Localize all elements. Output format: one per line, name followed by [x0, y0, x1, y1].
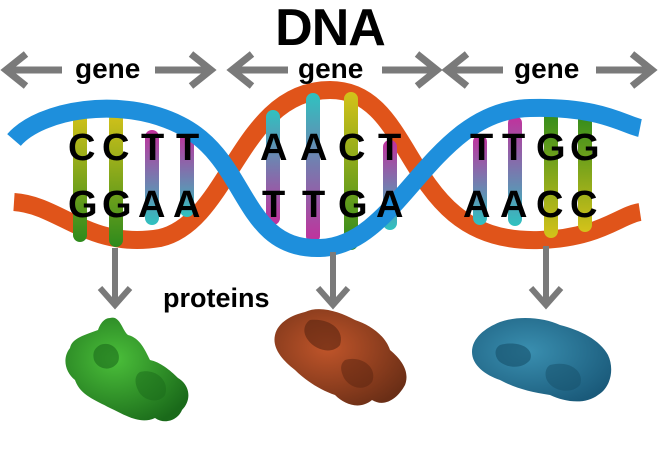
gene-2-arrow — [226, 51, 443, 89]
gene-3-arrow — [441, 51, 658, 89]
base-letter: T — [262, 184, 286, 226]
base-letter: A — [173, 184, 201, 226]
base-letter: C — [338, 127, 366, 169]
proteins-label: proteins — [163, 283, 270, 313]
protein-arrows — [97, 246, 564, 310]
base-letter: T — [502, 127, 526, 169]
base-letter: T — [176, 127, 200, 169]
base-letter: C — [536, 184, 564, 226]
base-letter: A — [300, 127, 328, 169]
base-letter: A — [500, 184, 528, 226]
protein-arrow-3 — [528, 246, 564, 310]
protein-arrow-1 — [97, 248, 133, 310]
protein-brown — [274, 309, 407, 406]
gene-label-1: gene — [75, 53, 141, 84]
base-letter: T — [378, 127, 402, 169]
gene-arrows — [0, 51, 658, 89]
base-letter: T — [470, 127, 494, 169]
base-letter: T — [141, 127, 165, 169]
diagram-title: DNA — [275, 0, 386, 57]
base-letter: G — [570, 127, 600, 169]
base-letter: A — [138, 184, 166, 226]
gene-label-3: gene — [514, 53, 580, 84]
gene-label-2: gene — [298, 53, 364, 84]
base-letter: A — [463, 184, 491, 226]
base-letter: A — [260, 127, 288, 169]
protein-blue — [472, 318, 612, 402]
base-letter: C — [570, 184, 598, 226]
base-letter: G — [102, 184, 132, 226]
base-letter: G — [338, 184, 368, 226]
gene-1-arrow — [0, 51, 217, 89]
base-letter: G — [536, 127, 566, 169]
base-pair-rungs — [73, 92, 592, 250]
base-letter: A — [376, 184, 404, 226]
protein-arrow-2 — [315, 252, 351, 310]
base-letter: T — [302, 184, 326, 226]
protein-green — [65, 317, 189, 422]
dna-strand-blue — [7, 98, 643, 258]
base-letter: C — [68, 127, 96, 169]
base-letter: G — [68, 184, 98, 226]
base-letter: C — [102, 127, 130, 169]
